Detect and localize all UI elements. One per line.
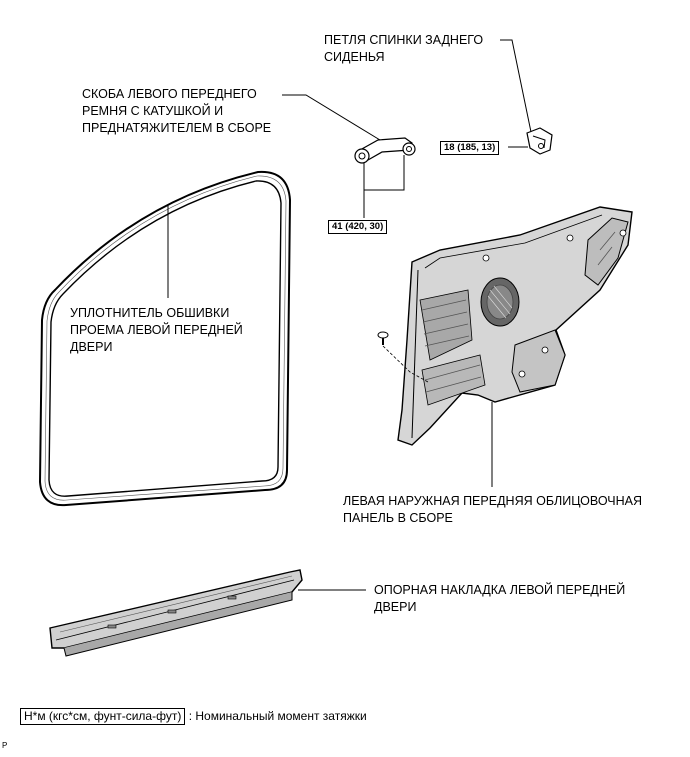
label-line: ДВЕРИ [374, 600, 417, 614]
torque-bracket: 41 (420, 30) [328, 220, 388, 234]
door-opening-weatherstrip [38, 170, 292, 507]
label-line: СИДЕНЬЯ [324, 50, 385, 64]
label-line: УПЛОТНИТЕЛЬ ОБШИВКИ [70, 306, 230, 320]
label-line: ПРОЕМА ЛЕВОЙ ПЕРЕДНЕЙ [70, 323, 243, 337]
label-line: ПРЕДНАТЯЖИТЕЛЕМ В СБОРЕ [82, 121, 272, 135]
trim-screw [377, 331, 429, 383]
label-line: РЕМНЯ С КАТУШКОЙ И [82, 104, 224, 118]
label-line: СКОБА ЛЕВОГО ПЕРЕДНЕГО [82, 87, 257, 101]
legend-description: : Номинальный момент затяжки [188, 709, 367, 723]
seat-belt-bracket [354, 137, 416, 164]
label-door-opening-trim: УПЛОТНИТЕЛЬ ОБШИВКИ ПРОЕМА ЛЕВОЙ ПЕРЕДНЕ… [70, 305, 243, 356]
torque-legend: Н*м (кгс*см, фунт-сила-фут) : Номинальны… [20, 708, 367, 725]
label-line: ОПОРНАЯ НАКЛАДКА ЛЕВОЙ ПЕРЕДНЕЙ [374, 583, 626, 597]
label-seat-belt-bracket: СКОБА ЛЕВОГО ПЕРЕДНЕГО РЕМНЯ С КАТУШКОЙ … [82, 86, 271, 137]
label-rear-seat-hinge: ПЕТЛЯ СПИНКИ ЗАДНЕГО СИДЕНЬЯ [324, 32, 483, 66]
label-line: ДВЕРИ [70, 340, 113, 354]
label-scuff-plate: ОПОРНАЯ НАКЛАДКА ЛЕВОЙ ПЕРЕДНЕЙ ДВЕРИ [374, 582, 625, 616]
door-scuff-plate [49, 569, 303, 657]
figure-code: P [2, 741, 8, 750]
leader-lines [167, 39, 532, 591]
label-line: ЛЕВАЯ НАРУЖНАЯ ПЕРЕДНЯЯ ОБЛИЦОВОЧНАЯ [343, 494, 642, 508]
cowl-side-trim-panel [397, 206, 633, 446]
torque-hinge: 18 (185, 13) [440, 141, 500, 155]
label-line: ПЕТЛЯ СПИНКИ ЗАДНЕГО [324, 33, 484, 47]
label-cowl-side-trim: ЛЕВАЯ НАРУЖНАЯ ПЕРЕДНЯЯ ОБЛИЦОВОЧНАЯ ПАН… [343, 493, 642, 527]
label-line: ПАНЕЛЬ В СБОРЕ [343, 511, 453, 525]
rear-seat-hinge [526, 127, 553, 155]
legend-unit-box: Н*м (кгс*см, фунт-сила-фут) [20, 708, 186, 725]
